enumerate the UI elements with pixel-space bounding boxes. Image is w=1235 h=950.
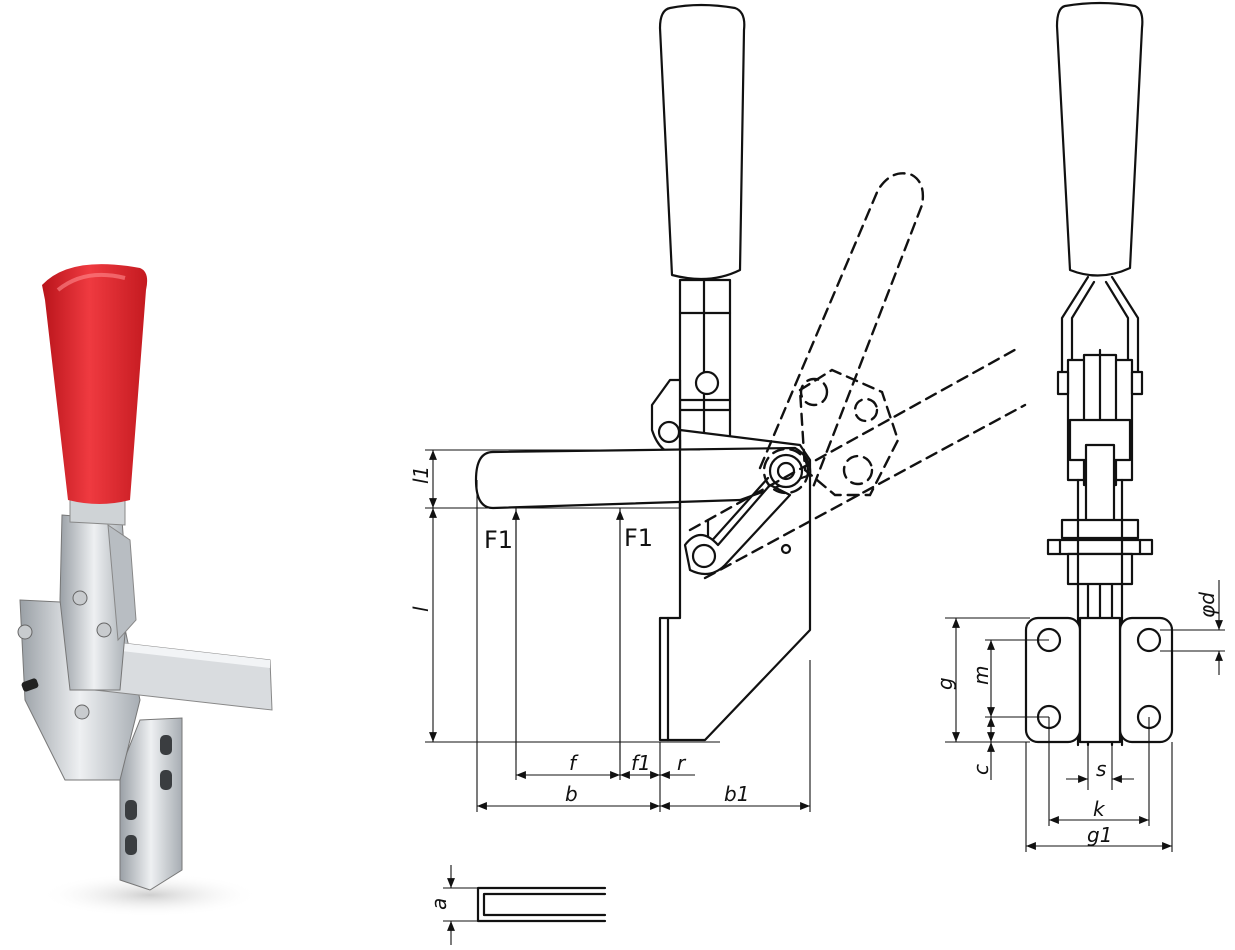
front-view-drawing: g m c φd s k g1 [933, 1, 1225, 852]
label-phi-d: φd [1195, 592, 1219, 618]
arm-section-detail: a [427, 865, 607, 945]
label-k: k [1093, 797, 1106, 821]
label-b1: b1 [724, 782, 749, 806]
label-l: l [409, 606, 433, 612]
label-c: c [969, 764, 993, 775]
side-view-drawing: l1 l F1 F1 f f1 r b b1 [409, 3, 1027, 812]
label-m: m [969, 666, 993, 685]
label-force-F1-left: F1 [484, 526, 513, 554]
label-force-F1-right: F1 [624, 524, 653, 552]
label-s: s [1096, 757, 1106, 781]
label-b: b [565, 782, 578, 806]
label-f: f [569, 751, 579, 775]
label-a: a [427, 898, 451, 910]
label-g: g [933, 677, 957, 690]
label-g1: g1 [1087, 823, 1112, 847]
label-r: r [677, 751, 687, 775]
product-photo [17, 264, 273, 917]
label-f1: f1 [631, 751, 651, 775]
label-l1: l1 [409, 466, 433, 484]
